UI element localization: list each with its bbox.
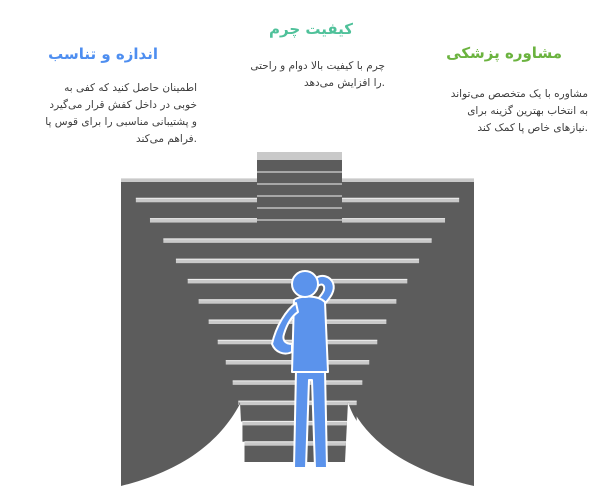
quality-heading: کیفیت چرم	[269, 20, 354, 38]
size-line: و پشتیبانی مناسبی را برای قوس پا	[45, 116, 197, 128]
size-line: اطمینان حاصل کنید که کفی به	[64, 82, 197, 94]
medical-description: مشاوره با یک متخصص می‌تواند به انتخاب به…	[451, 86, 588, 137]
medical-heading: مشاوره پزشکی	[446, 44, 562, 62]
medical-line: به انتخاب بهترین گزینه برای	[467, 105, 588, 117]
size-description: اطمینان حاصل کنید که کفی به خوبی در داخل…	[45, 80, 197, 148]
size-heading: اندازه و تناسب	[48, 45, 158, 63]
stair-step	[175, 259, 420, 280]
quality-line: چرم با کیفیت بالا دوام و راحتی	[250, 60, 385, 72]
size-line: خوبی در داخل کفش قرار می‌گیرد	[49, 99, 197, 111]
person-thinking-icon	[271, 270, 335, 469]
size-line: .فراهم می‌کند	[136, 133, 197, 145]
center-tower	[257, 152, 342, 230]
stair-tread	[163, 238, 432, 243]
quality-line: .را افزایش می‌دهد	[303, 77, 385, 89]
stair-tread	[175, 259, 420, 264]
quality-description: چرم با کیفیت بالا دوام و راحتی .را افزای…	[250, 58, 385, 92]
medical-line: .نیازهای خاص پا کمک کند	[477, 122, 588, 134]
stair-step	[163, 238, 432, 260]
medical-line: مشاوره با یک متخصص می‌تواند	[450, 88, 588, 100]
